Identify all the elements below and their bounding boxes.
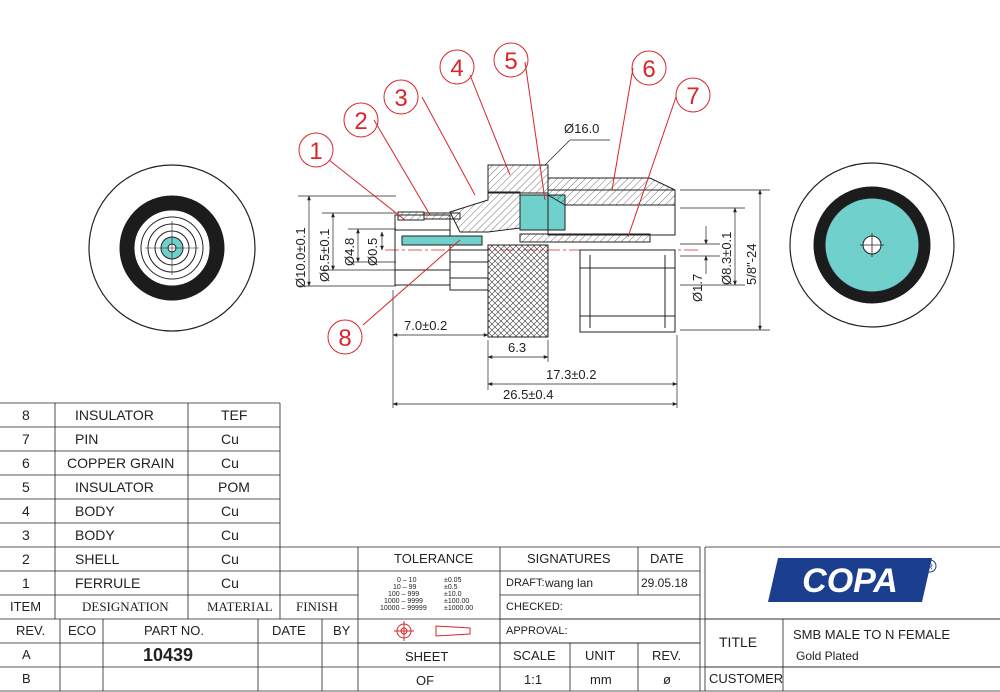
rev-value-sheet: ø — [663, 672, 671, 687]
svg-text:R: R — [927, 563, 933, 572]
balloons — [298, 42, 711, 355]
balloon-3: 3 — [394, 85, 407, 112]
draft-label: DRAFT: — [506, 577, 545, 589]
dim-len173: 17.3±0.2 — [546, 367, 597, 382]
balloon-labels: 1 2 3 4 5 6 7 8 — [309, 48, 699, 352]
checked-label: CHECKED: — [506, 601, 563, 613]
rev-row-b: B — [22, 671, 31, 686]
tol-value: ±10.0 — [444, 591, 462, 598]
tol-value: ±0.05 — [444, 577, 462, 584]
bom-designation: BODY — [75, 503, 115, 519]
bom-material: Cu — [221, 527, 239, 543]
by-header: BY — [333, 623, 351, 638]
bom-item: 2 — [22, 551, 30, 567]
bom-material: Cu — [221, 551, 239, 567]
bom-header-material: MATERIAL — [207, 599, 273, 614]
tol-range: 10 – 99 — [393, 584, 417, 591]
dim-dia65: Ø6.5±0.1 — [317, 229, 332, 282]
title-line2: Gold Plated — [796, 649, 859, 663]
draft-name: wang lan — [545, 576, 594, 590]
part-no-header: PART NO. — [144, 623, 204, 638]
left-end-view — [88, 164, 256, 332]
tol-range: 10000 – 99999 — [380, 605, 427, 612]
bom-item: 6 — [22, 455, 30, 471]
bom-material: POM — [218, 479, 250, 495]
draft-date: 29.05.18 — [641, 576, 688, 590]
signatures-title: SIGNATURES — [527, 551, 611, 566]
balloon-6: 6 — [642, 56, 655, 83]
balloon-5: 5 — [504, 48, 517, 75]
tol-value: ±1000.00 — [444, 605, 474, 612]
dim-len265: 26.5±0.4 — [503, 387, 554, 402]
rev-row-a: A — [22, 647, 31, 662]
rev-header-sheet: REV. — [652, 648, 682, 663]
tol-range: 100 – 999 — [388, 591, 420, 598]
bom-material: Cu — [221, 455, 239, 471]
bom-material: Cu — [221, 575, 239, 591]
bom-designation: INSULATOR — [75, 407, 154, 423]
bom-designation: FERRULE — [75, 575, 141, 591]
tol-value: ±100.00 — [444, 598, 470, 605]
bom-item: 5 — [22, 479, 30, 495]
right-end-view — [789, 162, 955, 328]
balloon-4: 4 — [450, 55, 463, 82]
dim-dia17: Ø1.7 — [690, 274, 705, 302]
dim-dia05: Ø0.5 — [365, 238, 380, 266]
bom-designation: BODY — [75, 527, 115, 543]
table-grid — [0, 402, 1000, 692]
unit-value: mm — [590, 672, 612, 687]
title-label: TITLE — [719, 634, 758, 650]
dim-dia10: Ø10.0±0.1 — [293, 227, 308, 288]
dim-dia83: Ø8.3±0.1 — [719, 232, 734, 285]
svg-text:COPA: COPA — [802, 562, 898, 600]
dim-thread: 5/8"-24 — [744, 244, 759, 285]
dim-dia48: Ø4.8 — [342, 238, 357, 266]
projection-symbol-icon — [394, 621, 471, 641]
sig-date-header: DATE — [650, 551, 684, 566]
title-line1: SMB MALE TO N FEMALE — [793, 627, 951, 642]
tol-value: ±0.5 — [444, 584, 458, 591]
tol-range: 0 – 10 — [397, 577, 417, 584]
bom-designation: PIN — [75, 431, 99, 447]
bom-header-designation: DESIGNATION — [82, 599, 169, 614]
dim-dia16: Ø16.0 — [564, 121, 599, 136]
bom-item: 4 — [22, 503, 30, 519]
date-header: DATE — [272, 623, 306, 638]
bom-header-finish: FINISH — [296, 599, 338, 614]
bom-item: 3 — [22, 527, 30, 543]
scale-value: 1:1 — [524, 672, 543, 687]
dimension-labels: Ø16.0 Ø10.0±0.1 Ø6.5±0.1 Ø4.8 Ø0.5 Ø8.3±… — [293, 121, 759, 402]
dim-len63: 6.3 — [508, 340, 526, 355]
bom-header-item: ITEM — [10, 599, 42, 614]
eco-header: ECO — [68, 623, 97, 638]
rev-header: REV. — [16, 623, 46, 638]
bom-item: 1 — [22, 575, 30, 591]
sheet-header: SHEET — [405, 649, 449, 664]
balloon-2: 2 — [354, 108, 367, 135]
copa-logo: COPA R — [768, 558, 937, 602]
bom-item: 8 — [22, 407, 30, 423]
bom-material: Cu — [221, 431, 239, 447]
dimension-lines — [298, 139, 770, 408]
part-number: 10439 — [143, 645, 194, 665]
unit-header: UNIT — [585, 648, 616, 663]
customer-label: CUSTOMER — [709, 671, 784, 686]
bom-item: 7 — [22, 431, 30, 447]
balloon-7: 7 — [686, 83, 699, 110]
balloon-1: 1 — [309, 138, 322, 165]
section-view — [385, 164, 700, 338]
scale-header: SCALE — [513, 648, 556, 663]
approval-label: APPROVAL: — [506, 625, 568, 637]
bom-designation: INSULATOR — [75, 479, 154, 495]
tol-range: 1000 – 9999 — [384, 598, 423, 605]
bom-designation: COPPER GRAIN — [67, 455, 175, 471]
dim-len70: 7.0±0.2 — [404, 318, 447, 333]
bom-material: TEF — [221, 407, 248, 423]
sheet-value: OF — [416, 673, 435, 688]
balloon-8: 8 — [338, 325, 351, 352]
bom-material: Cu — [221, 503, 239, 519]
tolerance-title: TOLERANCE — [394, 551, 474, 566]
bom-designation: SHELL — [75, 551, 120, 567]
